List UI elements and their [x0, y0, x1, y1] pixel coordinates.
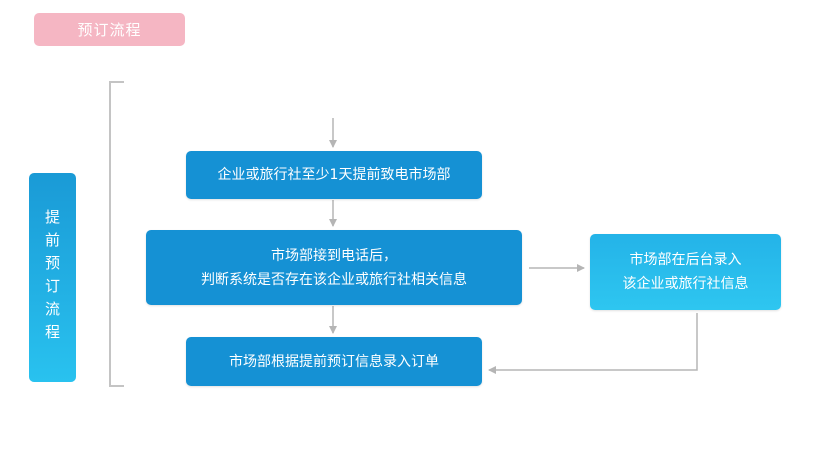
flow-step-check-system-line2: 判断系统是否存在该企业或旅行社相关信息 — [201, 271, 467, 288]
flow-branch-enter-info: 市场部在后台录入 该企业或旅行社信息 — [590, 234, 781, 310]
flow-branch-enter-info-line1: 市场部在后台录入 — [629, 252, 742, 268]
arrow-branch-to-step3 — [488, 313, 698, 374]
flow-branch-enter-info-line2: 该企业或旅行社信息 — [622, 276, 749, 292]
page-title-tab: 预订流程 — [34, 13, 185, 46]
flow-step-enter-order: 市场部根据提前预订信息录入订单 — [186, 337, 482, 386]
flow-step-check-system-line1: 市场部接到电话后， — [271, 247, 397, 264]
side-label-panel: 提前预订流程 — [29, 173, 76, 382]
side-label-text: 提前预订流程 — [43, 208, 61, 347]
page-title: 预订流程 — [77, 21, 142, 39]
flow-step-call-marketing: 企业或旅行社至少1天提前致电市场部 — [186, 151, 482, 199]
flow-step-enter-order-text: 市场部根据提前预订信息录入订单 — [229, 353, 439, 370]
grouping-bracket — [109, 81, 124, 387]
flow-step-call-marketing-text: 企业或旅行社至少1天提前致电市场部 — [217, 167, 451, 183]
flow-step-check-system: 市场部接到电话后， 判断系统是否存在该企业或旅行社相关信息 — [146, 230, 522, 305]
